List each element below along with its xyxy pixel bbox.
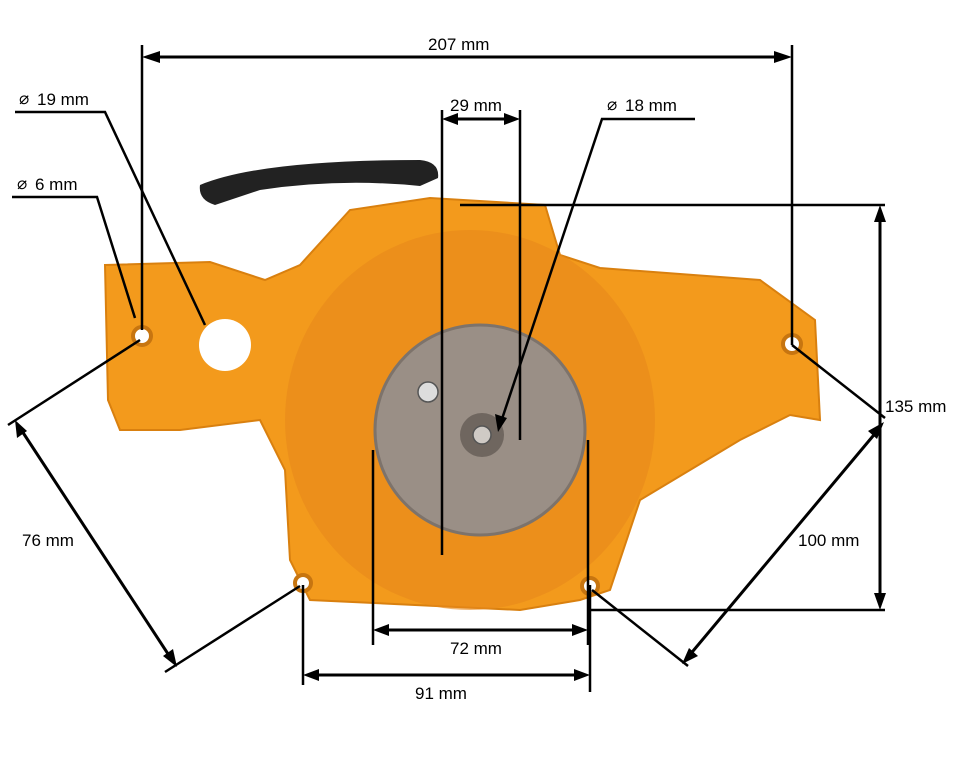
- label-207mm: 207 mm: [428, 35, 489, 54]
- center-screw: [472, 425, 492, 445]
- starter-housing-image: [103, 160, 822, 612]
- starter-handle: [199, 160, 439, 205]
- diameter-symbol-6: ⌀: [17, 174, 27, 193]
- diameter-symbol-18: ⌀: [607, 95, 617, 114]
- dimension-labels: 207 mm ⌀ 19 mm ⌀ 6 mm 29 mm ⌀ 18 mm 135 …: [17, 35, 946, 703]
- diameter-symbol-19: ⌀: [19, 89, 29, 108]
- spring-screw: [417, 381, 439, 403]
- label-72mm: 72 mm: [450, 639, 502, 658]
- label-6mm: 6 mm: [35, 175, 78, 194]
- label-76mm: 76 mm: [22, 531, 74, 550]
- label-100mm: 100 mm: [798, 531, 859, 550]
- hole-19mm: [199, 319, 251, 371]
- label-91mm: 91 mm: [415, 684, 467, 703]
- label-18mm: 18 mm: [625, 96, 677, 115]
- dimension-lines: [7, 45, 886, 692]
- label-29mm: 29 mm: [450, 96, 502, 115]
- label-19mm: 19 mm: [37, 90, 89, 109]
- label-135mm: 135 mm: [885, 397, 946, 416]
